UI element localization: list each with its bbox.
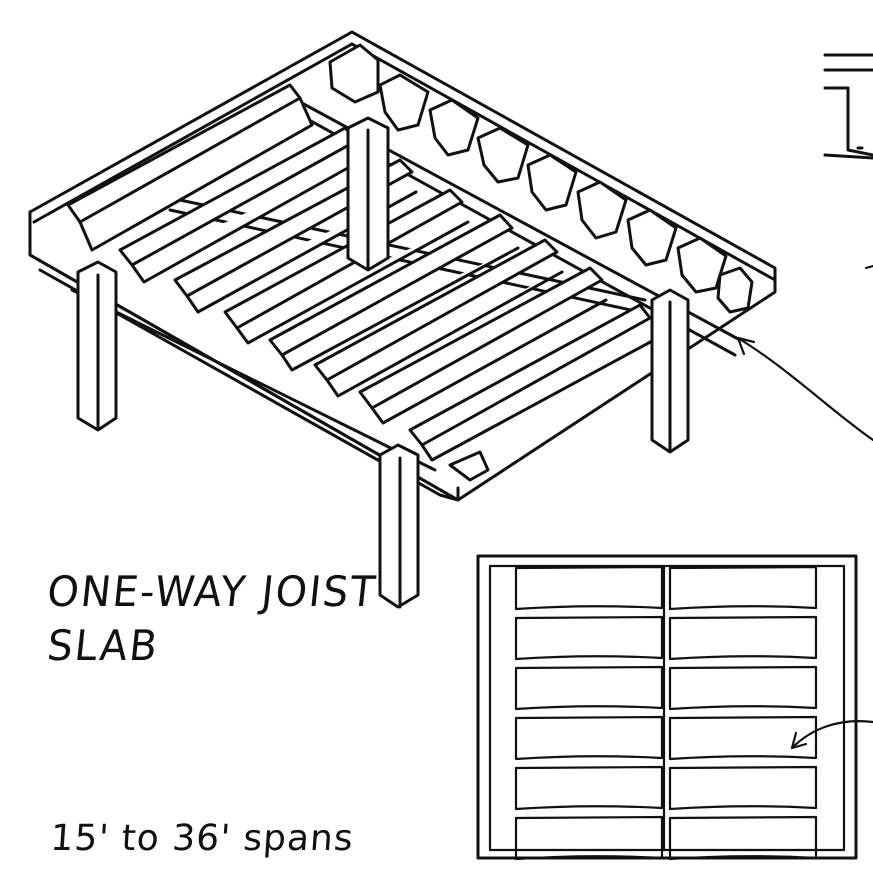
plan-inner-outline	[488, 564, 846, 852]
plan-pan	[514, 715, 664, 761]
section-detail-lines	[823, 53, 873, 160]
rib-end	[676, 236, 728, 294]
plan-pan	[514, 815, 664, 861]
section-detail	[823, 53, 873, 160]
joist-rib	[448, 450, 490, 482]
interior-column-upper	[346, 116, 390, 272]
plan-pan	[668, 665, 818, 711]
isometric-joist-slab-drawing	[28, 30, 777, 609]
plan-pan	[514, 765, 664, 811]
plan-pan	[514, 615, 664, 661]
column-front	[378, 443, 420, 609]
leader-arrow-line	[736, 336, 873, 442]
rib-end	[526, 153, 578, 212]
front-beam	[28, 253, 460, 502]
plan-pan	[668, 815, 818, 861]
title-line-2: SLAB	[44, 622, 162, 671]
span-note: 15' to 36' spans	[49, 818, 356, 859]
leader-arrow-head	[736, 336, 756, 356]
title-line-1: ONE-WAY JOIST	[44, 568, 380, 617]
joist-rib	[358, 266, 608, 425]
leader-tick	[864, 264, 873, 270]
plan-view	[476, 554, 873, 861]
rib-end	[476, 126, 530, 184]
joist-rib	[408, 303, 656, 462]
plan-leader-head	[790, 731, 808, 750]
rib-end	[378, 73, 430, 132]
leader-arrow-iso	[736, 264, 873, 442]
plan-pan	[668, 715, 818, 761]
rib-ends-row	[328, 43, 754, 314]
joist-rib	[268, 213, 520, 372]
rib-end	[626, 208, 678, 267]
plan-leader-line	[790, 720, 873, 750]
rib-end	[576, 180, 628, 240]
plan-pans	[514, 565, 818, 861]
column-right	[650, 288, 690, 454]
plan-pan	[514, 665, 664, 711]
slab-left-edge-thickness	[28, 42, 354, 257]
plan-outline	[476, 554, 858, 860]
rib-end	[716, 266, 754, 314]
plan-pan	[668, 565, 818, 611]
plan-pan	[668, 765, 818, 811]
joist-rib	[313, 238, 564, 398]
column-left	[76, 260, 118, 432]
plan-pan	[514, 565, 664, 611]
rib-end	[328, 43, 380, 104]
rib-end	[428, 98, 480, 157]
joist-rib	[66, 83, 314, 252]
plan-pan	[668, 615, 818, 661]
